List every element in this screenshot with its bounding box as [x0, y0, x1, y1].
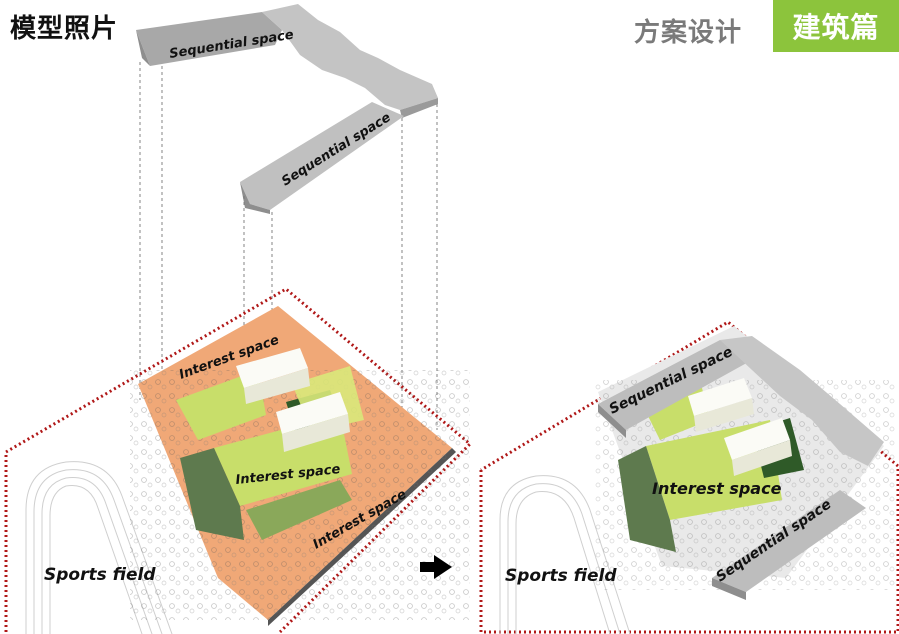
upper-sequential-block: Sequential space Sequential space: [136, 4, 438, 214]
sports-track-left: [25, 461, 173, 634]
sports-field-label-right: Sports field: [505, 566, 617, 586]
arrow-right-icon: [420, 555, 452, 579]
interest-label-combined: Interest space: [652, 479, 782, 498]
white-blocks-left: [236, 348, 350, 452]
page-title: 模型照片: [10, 14, 119, 44]
exploded-view: Sequential space Sequential space: [4, 4, 473, 634]
section-title: 方案设计: [634, 18, 743, 48]
category-badge: 建筑篇: [773, 0, 899, 52]
combined-view: Sequential space Sequential space Intere…: [479, 320, 899, 634]
site-boundary-left: [4, 287, 473, 634]
site-boundary-right: [479, 320, 899, 634]
sports-field-label-left: Sports field: [44, 565, 156, 585]
sports-track-right: [499, 475, 631, 634]
category-badge-label: 建筑篇: [792, 11, 880, 44]
